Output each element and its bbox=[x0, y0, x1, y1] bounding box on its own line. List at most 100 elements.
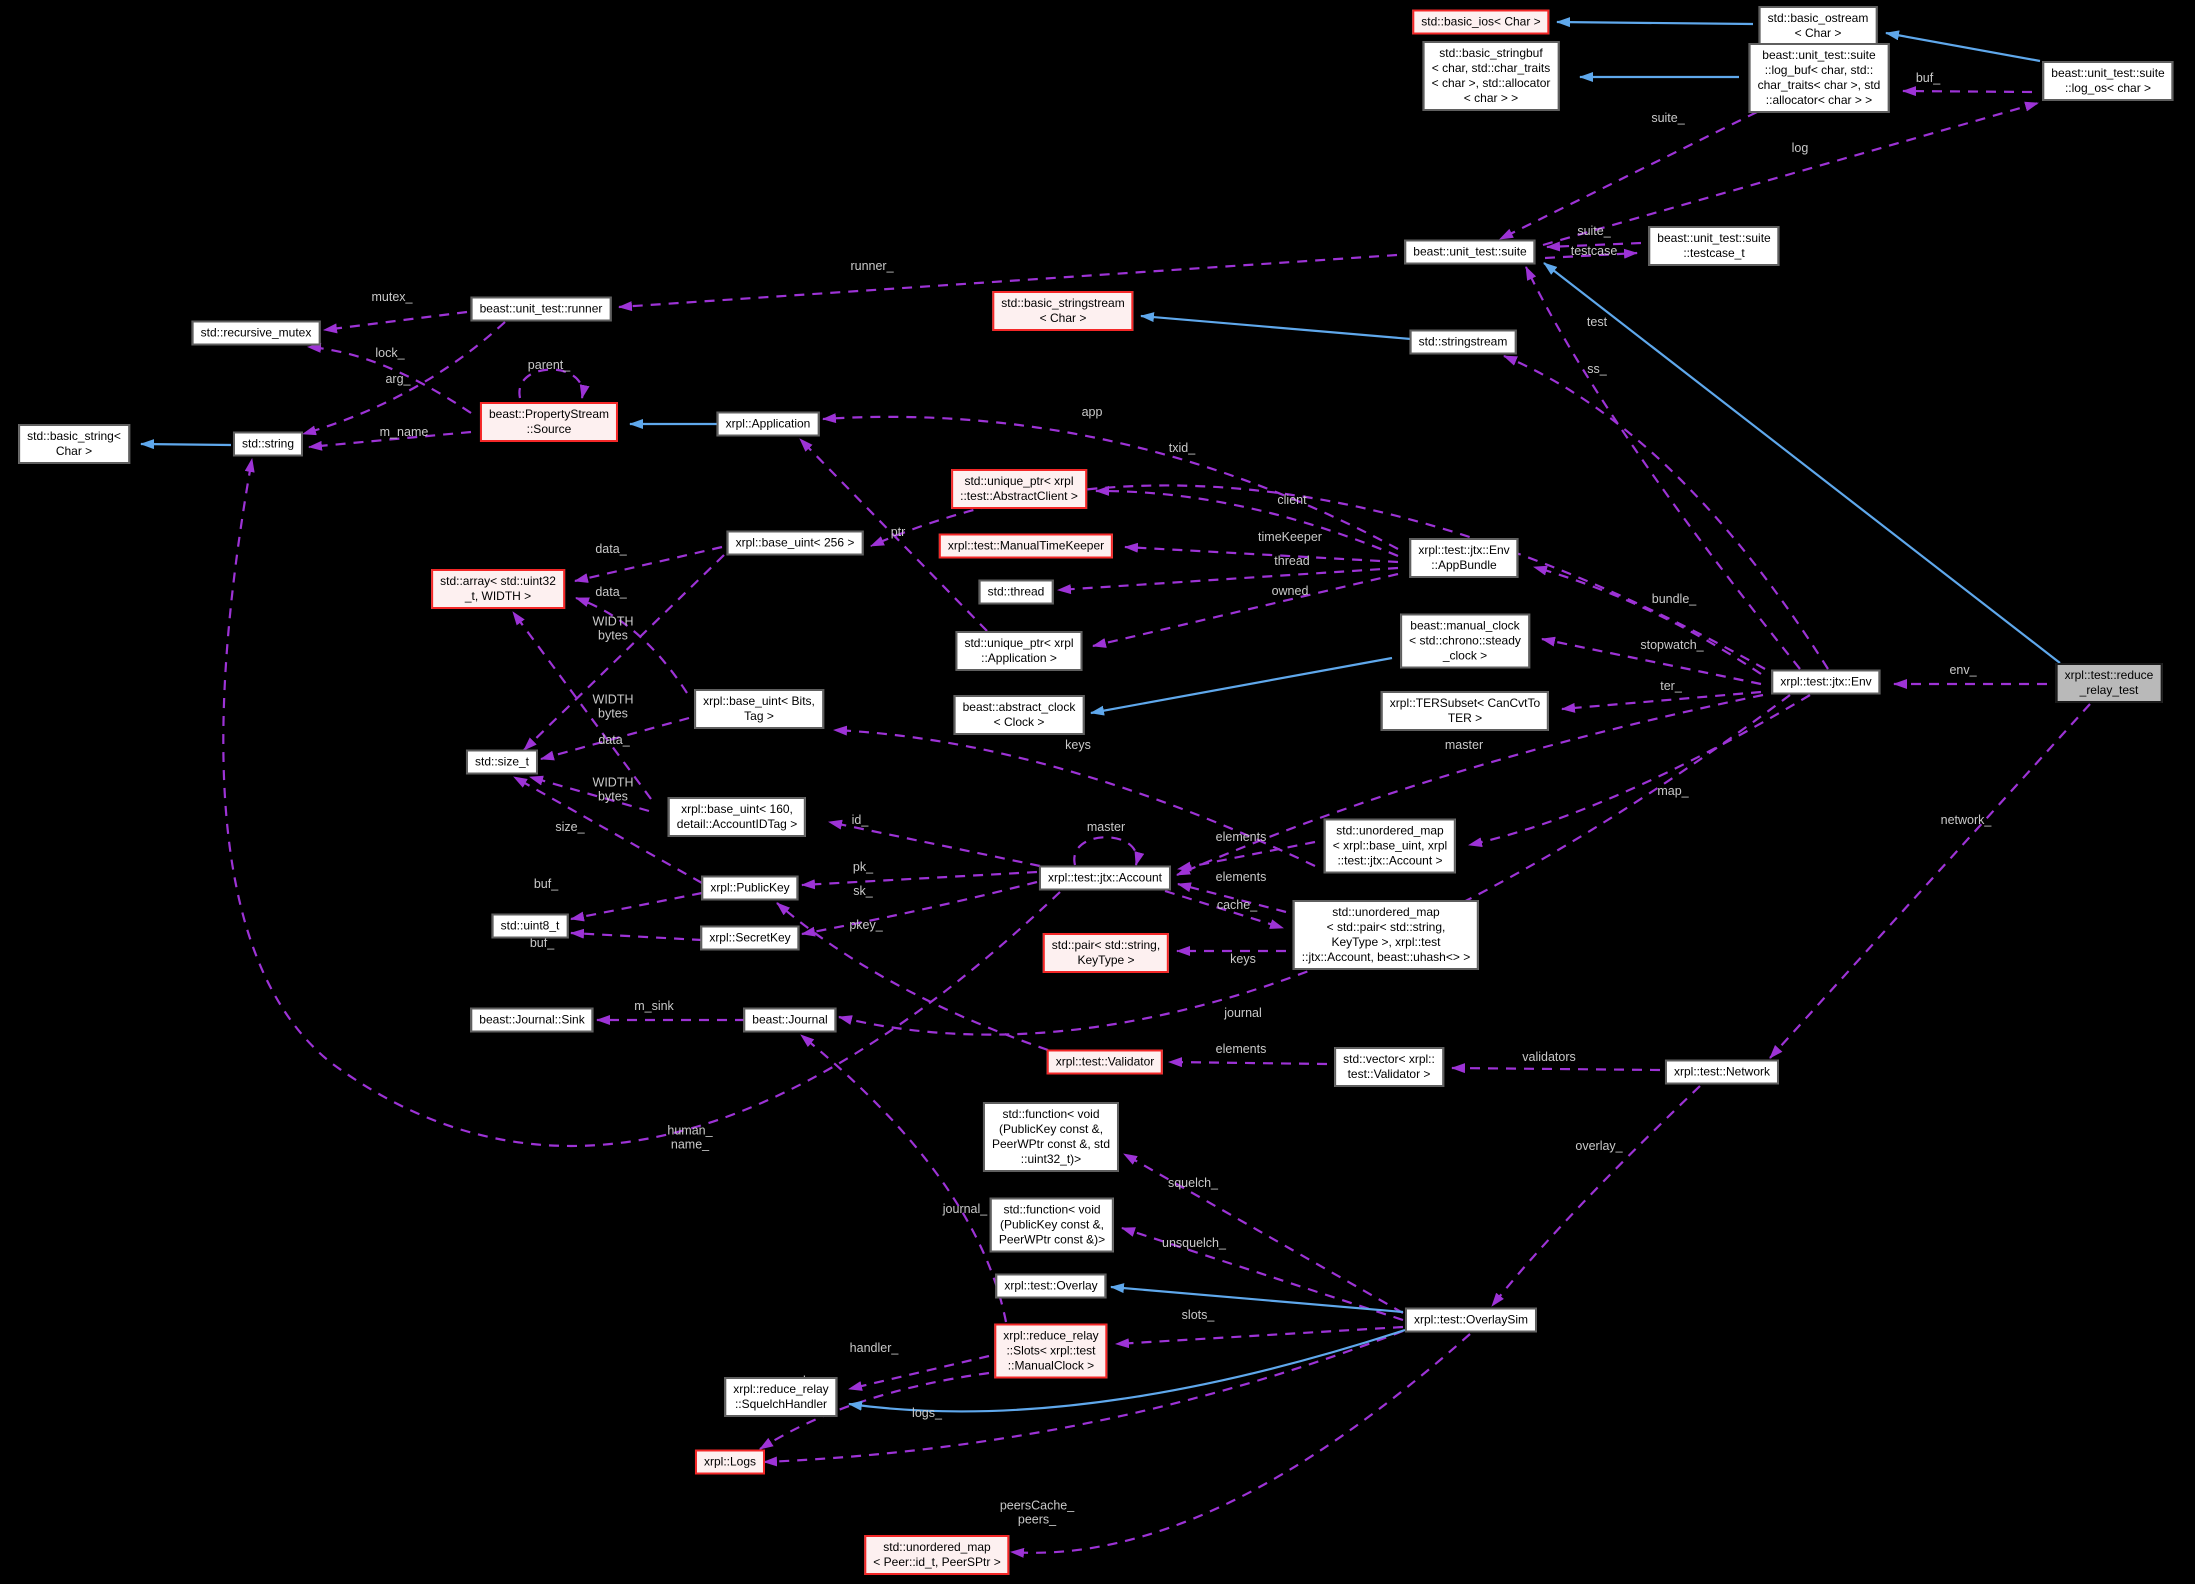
node-slots[interactable]: xrpl::reduce_relay ::Slots< xrpl::test :… bbox=[994, 1323, 1108, 1379]
node-abstractclient-ptr[interactable]: std::unique_ptr< xrpl ::test::AbstractCl… bbox=[951, 469, 1087, 509]
edge-inh-string bbox=[140, 439, 232, 450]
node-log-buf[interactable]: beast::unit_test::suite ::log_buf< char,… bbox=[1748, 43, 1890, 113]
edge-keys-baseuint bbox=[833, 725, 1316, 867]
edge-bundle bbox=[1533, 565, 1762, 675]
edge-label-suite-of-logbuf: suite_ bbox=[1651, 110, 1685, 125]
node-appbundle[interactable]: xrpl::test::jtx::Env ::AppBundle bbox=[1409, 538, 1519, 578]
node-recursive-mutex[interactable]: std::recursive_mutex bbox=[191, 320, 321, 346]
edge-label-squelch: squelch_ bbox=[1167, 1175, 1219, 1190]
edge-label-unsquelch: unsquelch_ bbox=[1162, 1235, 1226, 1250]
node-func-unsquelch[interactable]: std::function< void (PublicKey const &, … bbox=[989, 1197, 1115, 1253]
node-basic-ostream[interactable]: std::basic_ostream < Char > bbox=[1758, 6, 1878, 46]
edge-label-width-256: WIDTH bytes bbox=[592, 614, 634, 643]
edge-overlay-member bbox=[1491, 1085, 1701, 1307]
edge-suite-of-logbuf bbox=[1499, 111, 1758, 240]
edge-ter bbox=[1561, 690, 1762, 713]
node-basic-stringstream[interactable]: std::basic_stringstream < Char > bbox=[992, 291, 1134, 331]
edge-label-parent: parent_ bbox=[527, 357, 571, 372]
node-overlaysim[interactable]: xrpl::test::OverlaySim bbox=[1404, 1307, 1538, 1333]
node-size-t[interactable]: std::size_t bbox=[465, 749, 539, 775]
node-application[interactable]: xrpl::Application bbox=[716, 411, 820, 437]
node-array-uint32[interactable]: std::array< std::uint32 _t, WIDTH > bbox=[431, 569, 565, 609]
node-property-source[interactable]: beast::PropertyStream ::Source bbox=[479, 402, 619, 442]
edge-width-160 bbox=[529, 775, 650, 813]
edge-network-member bbox=[1769, 703, 2091, 1059]
edge-label-data-bits: data_ bbox=[595, 584, 627, 599]
edge-label-buf-pk: buf_ bbox=[533, 876, 559, 891]
edge-data-256 bbox=[574, 545, 723, 583]
node-pair-string-keytype[interactable]: std::pair< std::string, KeyType > bbox=[1042, 933, 1170, 973]
node-network[interactable]: xrpl::test::Network bbox=[1664, 1059, 1780, 1085]
node-map-peers[interactable]: std::unordered_map < Peer::id_t, PeerSPt… bbox=[864, 1535, 1010, 1575]
node-squelchhandler[interactable]: xrpl::reduce_relay ::SquelchHandler bbox=[724, 1377, 838, 1417]
edge-master-env bbox=[1176, 693, 1764, 877]
edge-master-self bbox=[1073, 836, 1145, 866]
edge-label-sk: sk_ bbox=[853, 883, 873, 898]
node-basic-stringbuf[interactable]: std::basic_stringbuf < char, std::char_t… bbox=[1422, 41, 1560, 111]
edge-label-data-256: data_ bbox=[595, 541, 627, 556]
node-env[interactable]: xrpl::test::jtx::Env bbox=[1771, 669, 1881, 695]
node-base-uint-bits[interactable]: xrpl::base_uint< Bits, Tag > bbox=[694, 689, 824, 729]
node-log-os[interactable]: beast::unit_test::suite ::log_os< char > bbox=[2042, 61, 2174, 101]
node-func-squelch[interactable]: std::function< void (PublicKey const &, … bbox=[982, 1102, 1120, 1172]
edge-runner-member bbox=[618, 253, 1398, 312]
node-testcase-t[interactable]: beast::unit_test::suite ::testcase_t bbox=[1648, 226, 1780, 266]
edge-label-test: test bbox=[1586, 314, 1608, 329]
edge-cache bbox=[1164, 889, 1284, 930]
edge-label-pkey: pkey_ bbox=[849, 917, 883, 932]
edge-suite-of-testcase bbox=[1546, 241, 1642, 252]
edge-thread-member bbox=[1057, 566, 1399, 595]
edge-label-width-bits: WIDTH bytes bbox=[592, 692, 634, 721]
edge-squelch bbox=[1123, 1153, 1404, 1314]
node-base-uint-256[interactable]: xrpl::base_uint< 256 > bbox=[726, 530, 864, 556]
node-base-uint-160[interactable]: xrpl::base_uint< 160, detail::AccountIDT… bbox=[667, 797, 807, 837]
node-logs[interactable]: xrpl::Logs bbox=[694, 1449, 766, 1475]
edge-buf-sk bbox=[570, 928, 703, 942]
edge-validators bbox=[1451, 1063, 1661, 1074]
edge-test bbox=[1525, 266, 1801, 670]
edge-label-network-member: network_ bbox=[1940, 812, 1992, 827]
node-overlay[interactable]: xrpl::test::Overlay bbox=[995, 1273, 1107, 1299]
node-application-ptr[interactable]: std::unique_ptr< xrpl ::Application > bbox=[955, 631, 1083, 671]
node-uint8-t[interactable]: std::uint8_t bbox=[491, 913, 569, 939]
edge-label-keys-baseuint: keys bbox=[1065, 737, 1091, 752]
node-vector-validator[interactable]: std::vector< xrpl:: test::Validator > bbox=[1334, 1047, 1444, 1087]
edge-testcase bbox=[1544, 248, 1638, 260]
node-account[interactable]: xrpl::test::jtx::Account bbox=[1038, 865, 1172, 891]
node-basic-string[interactable]: std::basic_string< Char > bbox=[18, 424, 130, 464]
edge-elements-validator bbox=[1168, 1057, 1328, 1068]
node-validator[interactable]: xrpl::test::Validator bbox=[1046, 1049, 1164, 1075]
edge-inh-manualclock bbox=[1090, 656, 1393, 716]
node-tersubset[interactable]: xrpl::TERSubset< CanCvtTo TER > bbox=[1380, 691, 1550, 731]
node-journal-sink[interactable]: beast::Journal::Sink bbox=[470, 1007, 594, 1033]
node-runner[interactable]: beast::unit_test::runner bbox=[470, 296, 612, 322]
node-map-baseuint-account[interactable]: std::unordered_map < xrpl::base_uint, xr… bbox=[1323, 818, 1457, 874]
edge-width-bits bbox=[540, 716, 690, 761]
edge-label-handler: handler_ bbox=[849, 1340, 899, 1355]
edge-label-id: id_ bbox=[851, 812, 869, 827]
edge-label-elements-validator: elements bbox=[1215, 1041, 1267, 1056]
edge-label-testcase: testcase bbox=[1570, 243, 1618, 258]
edge-label-elements-baseuint: elements bbox=[1215, 829, 1267, 844]
node-publickey[interactable]: xrpl::PublicKey bbox=[701, 875, 799, 901]
edge-label-ter: ter_ bbox=[1660, 678, 1682, 693]
edge-inh-osim-squelchhandler bbox=[848, 1328, 1406, 1413]
edge-label-mutex: mutex_ bbox=[371, 289, 413, 304]
node-reduce-relay-test[interactable]: xrpl::test::reduce _relay_test bbox=[2055, 663, 2163, 703]
node-thread[interactable]: std::thread bbox=[978, 579, 1054, 605]
node-map-pair-account[interactable]: std::unordered_map < std::pair< std::str… bbox=[1292, 900, 1480, 970]
node-manualtimekeeper[interactable]: xrpl::test::ManualTimeKeeper bbox=[938, 533, 1114, 559]
node-string[interactable]: std::string bbox=[232, 431, 304, 457]
edge-buf bbox=[1902, 86, 2033, 97]
edge-log bbox=[1542, 101, 2039, 247]
node-secretkey[interactable]: xrpl::SecretKey bbox=[700, 925, 800, 951]
node-basic-ios[interactable]: std::basic_ios< Char > bbox=[1412, 9, 1550, 35]
node-manual-clock[interactable]: beast::manual_clock < std::chrono::stead… bbox=[1400, 613, 1530, 669]
edge-label-m-name: m_name bbox=[379, 424, 429, 439]
edge-human-name bbox=[222, 458, 1061, 1148]
node-stringstream[interactable]: std::stringstream bbox=[1409, 329, 1517, 355]
node-abstract-clock[interactable]: beast::abstract_clock < Clock > bbox=[953, 695, 1085, 735]
edge-label-log: log bbox=[1791, 140, 1809, 155]
node-journal[interactable]: beast::Journal bbox=[743, 1007, 837, 1033]
node-suite[interactable]: beast::unit_test::suite bbox=[1404, 239, 1536, 265]
